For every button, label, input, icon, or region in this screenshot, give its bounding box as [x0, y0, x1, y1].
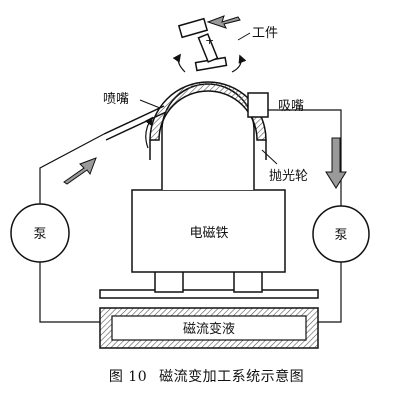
return-flow-arrow: [325, 137, 347, 189]
return-pipe-lower: [318, 262, 342, 323]
workpiece-holder: [197, 33, 219, 63]
magnet-foot-left: [154, 269, 184, 293]
workpiece-assembly: +: [172, 15, 247, 73]
magnet-foot-right: [233, 269, 263, 293]
pump-right: [312, 205, 370, 263]
supply-pipe: [39, 133, 105, 204]
polishing-wheel-rim: [149, 140, 267, 160]
label-suction: 吸嘴: [278, 99, 304, 114]
label-fluid-tank: 磁流变液: [183, 321, 235, 337]
label-electromagnet: 电磁铁: [189, 226, 228, 241]
label-pump-left: 泵: [33, 227, 46, 242]
leader-workpiece: [237, 32, 251, 41]
workpiece-spindle: [177, 17, 209, 39]
spindle-plus-icon: +: [205, 34, 214, 47]
suction-nozzle: [247, 92, 269, 118]
leader-wheel: [261, 149, 278, 165]
base-plate: [99, 289, 319, 299]
electromagnet-body: [131, 189, 286, 273]
wheel-rotation-arrow: [144, 116, 153, 149]
rotation-arrow-left: [172, 53, 186, 73]
rotation-arrow-right: [231, 54, 247, 73]
fluid-tank-inner: [111, 315, 307, 341]
figure-title: 磁流变加工系统示意图: [159, 369, 305, 385]
pump-left: [10, 203, 70, 263]
label-polishing-wheel: 抛光轮: [269, 169, 308, 184]
workpiece-load-arrow: [206, 15, 241, 29]
supply-pipe-lower: [39, 262, 100, 323]
mrf-diagram: + 工件 喷嘴 吸嘴 抛光轮 电磁铁 泵 泵 磁流变液: [10, 15, 370, 349]
figure-caption: 图 10 磁流变加工系统示意图: [0, 366, 413, 386]
label-workpiece: 工件: [252, 26, 278, 41]
label-nozzle: 喷嘴: [103, 92, 129, 107]
leader-nozzle: [139, 99, 161, 109]
label-pump-right: 泵: [334, 228, 347, 243]
spray-nozzle: [103, 105, 167, 141]
figure-number: 图 10: [108, 369, 148, 385]
supply-flow-arrow: [63, 157, 97, 185]
